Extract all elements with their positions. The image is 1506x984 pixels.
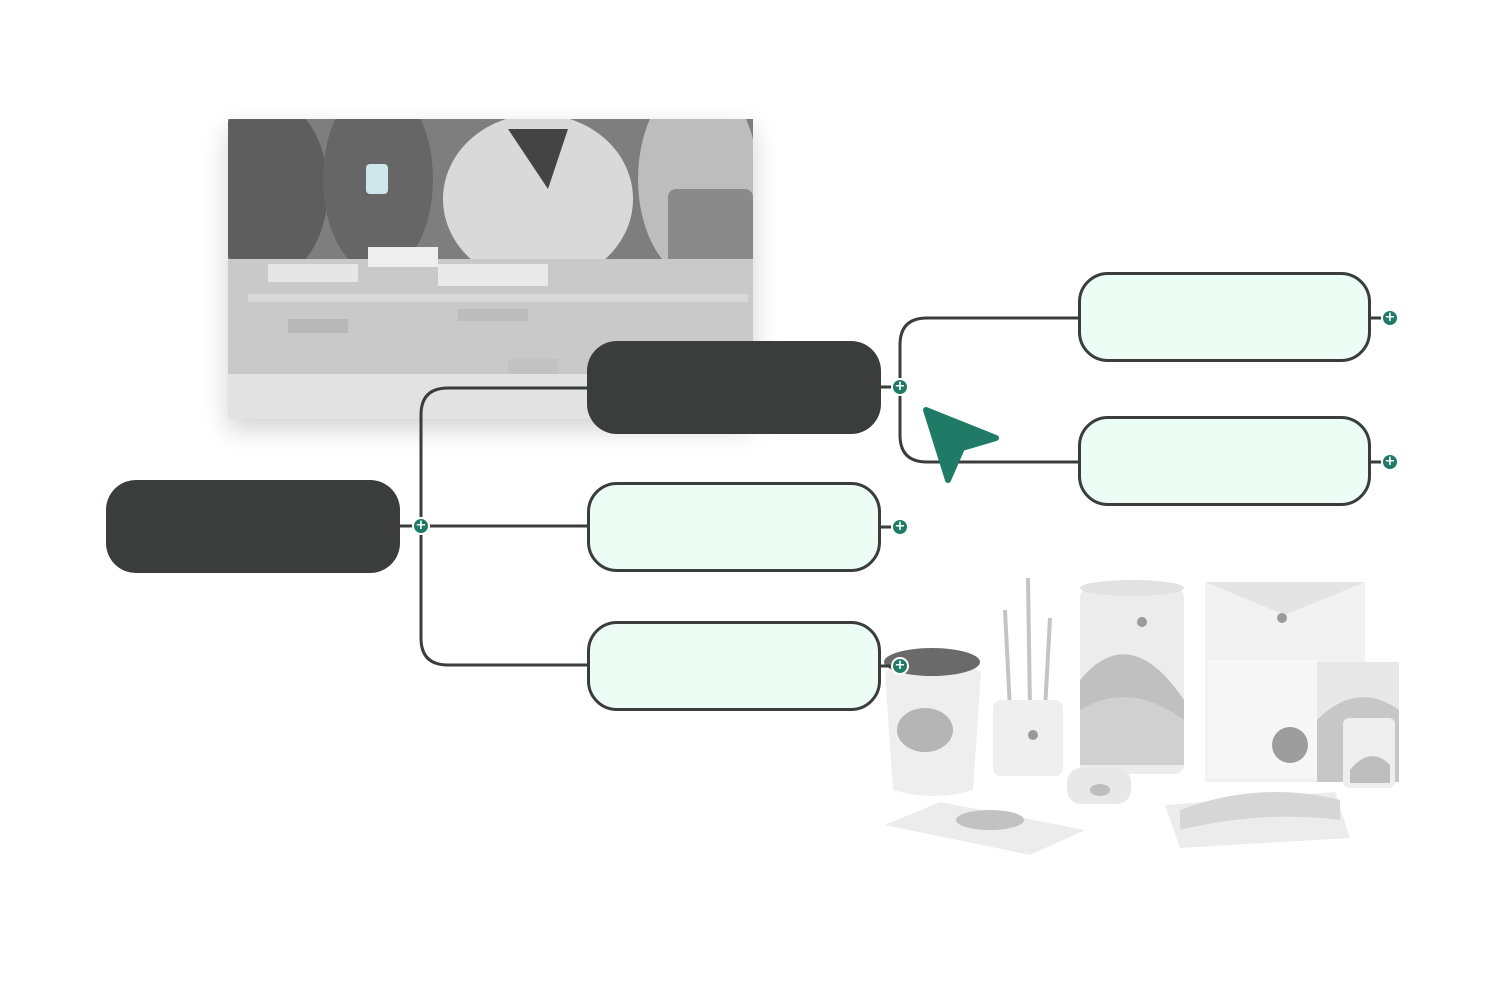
connector-root-to-bottom xyxy=(419,524,592,667)
expand-leaf-top-plus-icon[interactable]: + xyxy=(1381,309,1399,327)
branch-node-middle[interactable] xyxy=(587,482,881,572)
expand-middle-plus-icon[interactable]: + xyxy=(891,518,909,536)
expand-leaf-bottom-plus-icon[interactable]: + xyxy=(1381,453,1399,471)
branch-node-bottom[interactable] xyxy=(587,621,881,711)
leaf-node-bottom[interactable] xyxy=(1078,416,1371,506)
connector-primary-to-bottom-leaf xyxy=(898,385,1082,464)
team-meeting-photo xyxy=(228,119,753,419)
expand-root-plus-icon[interactable]: + xyxy=(412,517,430,535)
stationery-mockup-image xyxy=(880,570,1405,870)
expand-bottom-plus-icon[interactable]: + xyxy=(891,657,909,675)
branch-node-primary[interactable] xyxy=(587,341,881,434)
cursor-arrow-icon xyxy=(923,407,999,483)
leaf-node-top[interactable] xyxy=(1078,272,1371,362)
connector-primary-to-top-leaf xyxy=(878,316,1082,389)
root-node[interactable] xyxy=(106,480,400,573)
connector-root-to-primary xyxy=(398,386,592,528)
expand-primary-plus-icon[interactable]: + xyxy=(891,378,909,396)
